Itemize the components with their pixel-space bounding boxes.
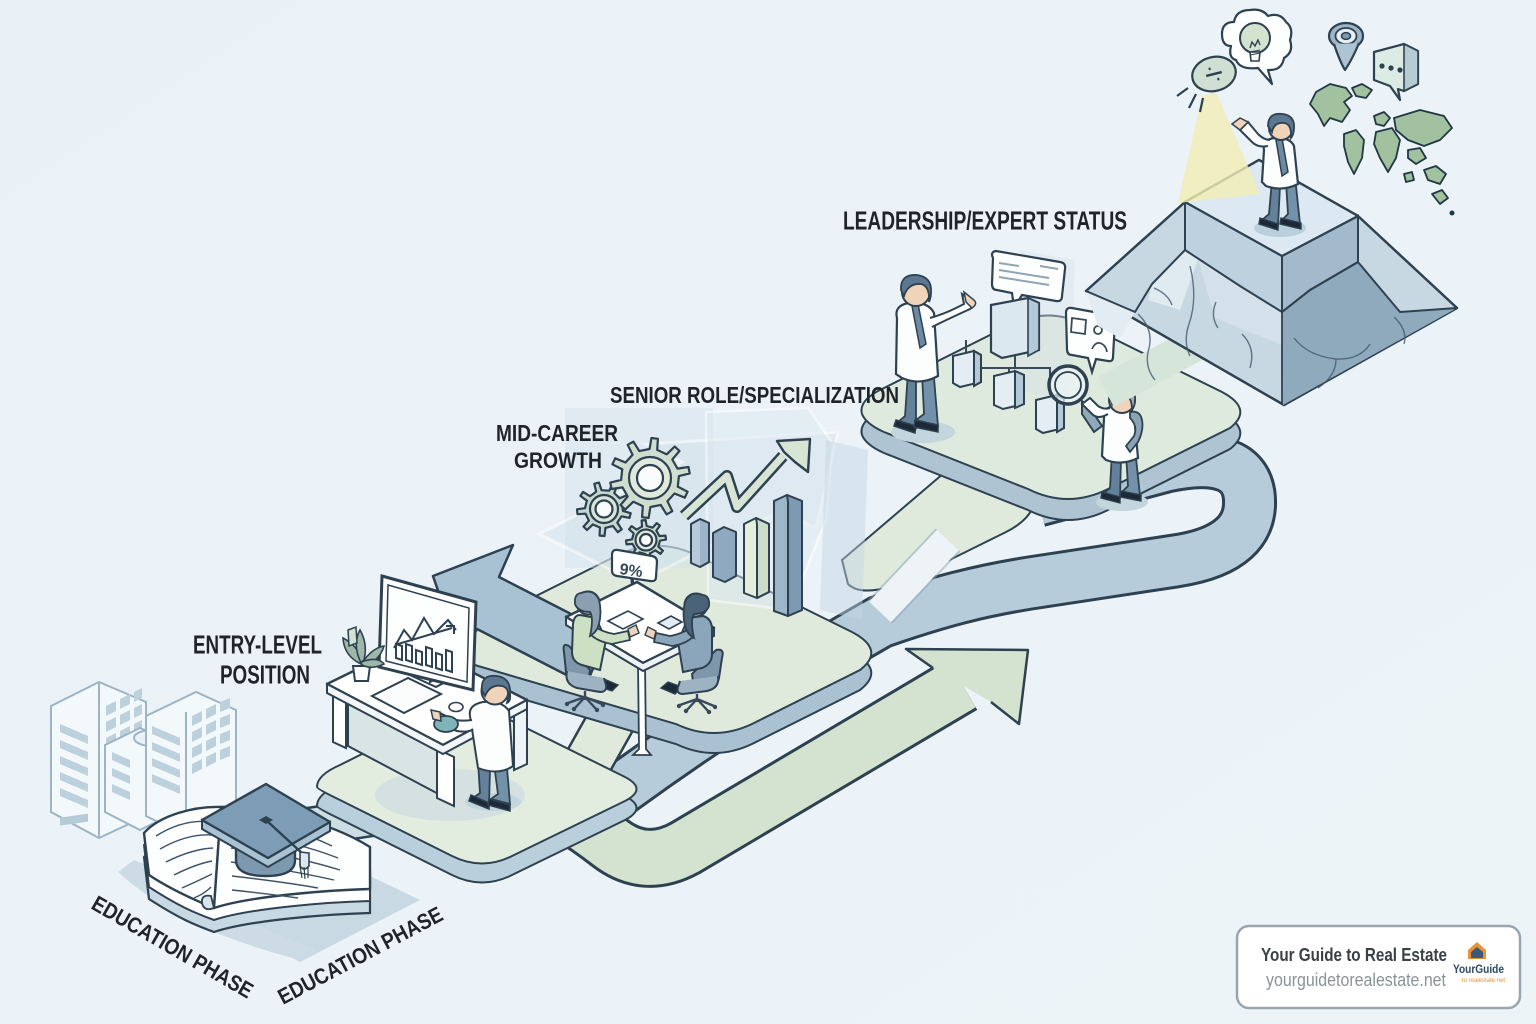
svg-text:YourGuide: YourGuide [1453, 962, 1504, 976]
svg-text:ENTRY-LEVEL: ENTRY-LEVEL [193, 632, 322, 660]
svg-text:SENIOR ROLE/SPECIALIZATION: SENIOR ROLE/SPECIALIZATION [610, 382, 899, 408]
svg-text:LEADERSHIP/EXPERT STATUS: LEADERSHIP/EXPERT STATUS [843, 208, 1127, 236]
svg-text:Your Guide to Real Estate: Your Guide to Real Estate [1261, 945, 1447, 965]
svg-text:to realestate.net: to realestate.net [1462, 978, 1505, 984]
svg-text:yourguidetorealestate.net: yourguidetorealestate.net [1266, 970, 1446, 990]
svg-text:MID-CAREER: MID-CAREER [496, 420, 618, 446]
svg-text:POSITION: POSITION [220, 662, 310, 690]
svg-text:9%: 9% [618, 561, 643, 581]
svg-text:GROWTH: GROWTH [514, 448, 602, 473]
